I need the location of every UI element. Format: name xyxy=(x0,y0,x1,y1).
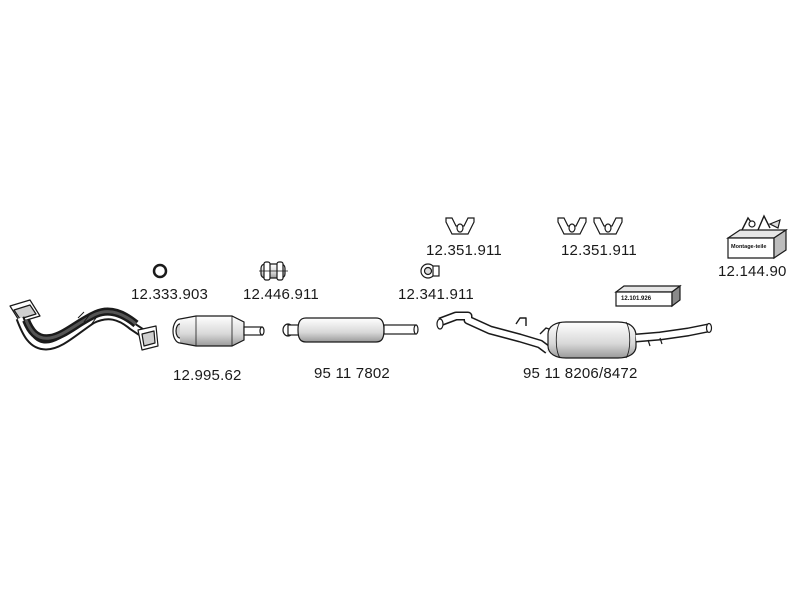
middle-silencer-label: 95 11 7802 xyxy=(314,365,390,382)
rear-silencer xyxy=(436,311,713,359)
rear-silencer-label: 95 11 8206/8472 xyxy=(523,365,638,382)
single-clamp-icon xyxy=(420,263,440,279)
catalytic-converter-label: 12.995.62 xyxy=(173,367,242,384)
front-pipe xyxy=(9,299,159,351)
ring-seal-icon xyxy=(152,263,168,279)
sticker-box-icon xyxy=(614,284,682,308)
rubber-hanger-icon-right-1 xyxy=(557,217,587,235)
rubber-hanger-icon-right-2 xyxy=(593,217,623,235)
mounting-kit-box-icon xyxy=(726,214,788,260)
middle-silencer xyxy=(282,317,419,343)
mounting-kit-box-label: Montage-teile xyxy=(731,244,767,250)
sticker-box-label: 12.101.926 xyxy=(621,296,652,302)
single-clamp-label: 12.341.911 xyxy=(398,286,474,303)
hanger-right-label: 12.351.911 xyxy=(561,242,637,259)
mounting-kit-label: 12.144.90 xyxy=(718,263,787,280)
rubber-hanger-icon-left xyxy=(445,217,475,235)
double-clamp-icon xyxy=(259,261,288,281)
hanger-left-label: 12.351.911 xyxy=(426,242,502,259)
double-clamp-label: 12.446.911 xyxy=(243,286,319,303)
ring-seal-label: 12.333.903 xyxy=(131,286,209,303)
catalytic-converter xyxy=(172,315,265,347)
